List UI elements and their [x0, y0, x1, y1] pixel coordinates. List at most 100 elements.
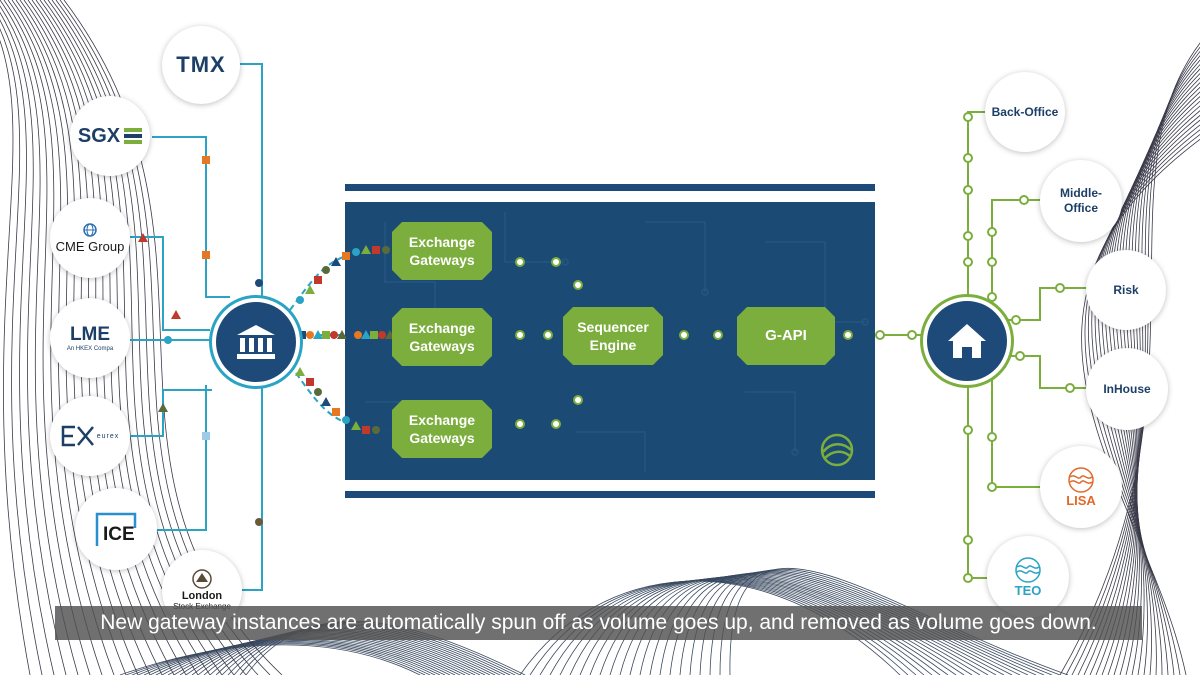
- connector-node-dot: [843, 330, 853, 340]
- flow-square-marker: [314, 276, 322, 284]
- connector-node-dot: [515, 257, 525, 267]
- flow-triangle-marker: [305, 285, 315, 294]
- flow-triangle-marker: [171, 310, 181, 319]
- connector-node-dot: [963, 257, 973, 267]
- connector-node-dot: [987, 432, 997, 442]
- connector-node-dot: [1019, 195, 1029, 205]
- flow-dot-marker: [164, 336, 172, 344]
- flow-triangle-marker: [313, 330, 323, 339]
- globe-icon: [83, 222, 97, 237]
- connector-node-dot: [515, 330, 525, 340]
- flow-triangle-marker: [351, 421, 361, 430]
- risk-label: Risk: [1113, 282, 1139, 297]
- connector-node-dot: [551, 419, 561, 429]
- flow-square-marker: [298, 331, 306, 339]
- flow-triangle-marker: [381, 425, 391, 434]
- brand-logo-icon: [820, 433, 854, 467]
- client-hub: [923, 297, 1011, 385]
- exchange-hub: [212, 298, 300, 386]
- ice-logo: ICE: [75, 488, 157, 570]
- sgx-logo-text: SGX: [77, 124, 121, 147]
- sgx-mark-icon: [124, 128, 143, 144]
- wave-line: [0, 0, 91, 675]
- flow-dot-marker: [306, 331, 314, 339]
- crest-icon: [192, 569, 212, 589]
- lse-logo-text: London: [181, 590, 223, 602]
- flow-triangle-marker: [138, 233, 148, 242]
- wave-line: [3, 0, 103, 675]
- teo-wave-icon: [1015, 556, 1041, 583]
- connector-node-dot: [515, 419, 525, 429]
- tmx-logo: TMX: [162, 26, 240, 104]
- connector-node-dot: [987, 227, 997, 237]
- connector-node-dot: [1015, 351, 1025, 361]
- connector-node-dot: [987, 292, 997, 302]
- connector-node-dot: [963, 185, 973, 195]
- sgx-connector: [152, 136, 230, 298]
- wave-line: [143, 640, 441, 675]
- eurex-connector: [130, 389, 212, 437]
- flow-dot-marker: [352, 248, 360, 256]
- flow-dot-marker: [255, 518, 263, 526]
- flow-triangle-marker: [158, 403, 168, 412]
- flow-square-marker: [202, 432, 210, 440]
- wave-line: [1118, 86, 1200, 675]
- lme-logo: LME An HKEX Compa: [50, 298, 130, 378]
- connector-node-dot: [963, 231, 973, 241]
- lme-logo-subtext: An HKEX Compa: [66, 346, 114, 352]
- wave-line: [0, 39, 31, 675]
- connector-node-dot: [987, 482, 997, 492]
- flow-dot-marker: [330, 331, 338, 339]
- flow-square-marker: [372, 246, 380, 254]
- connector-node-dot: [1055, 283, 1065, 293]
- back-office-label: Back-Office: [991, 104, 1059, 119]
- exchange-gateway-box-3: Exchange Gateways: [392, 400, 492, 458]
- connector-node-dot: [963, 112, 973, 122]
- connector-node-dot: [573, 395, 583, 405]
- flow-dot-marker: [372, 426, 380, 434]
- wave-line: [1107, 77, 1200, 675]
- flow-dot-marker: [354, 331, 362, 339]
- flow-dot-marker: [322, 266, 330, 274]
- risk-node: Risk: [1086, 250, 1166, 330]
- flow-dot-marker: [255, 279, 263, 287]
- video-caption: New gateway instances are automatically …: [55, 606, 1142, 640]
- exchange-gateway-box-2: Exchange Gateways: [392, 308, 492, 366]
- wave-line: [1114, 91, 1200, 675]
- connector-node-dot: [963, 573, 973, 583]
- wave-line: [0, 28, 43, 675]
- connector-node-dot: [963, 535, 973, 545]
- flow-square-marker: [322, 331, 330, 339]
- flow-dot-marker: [342, 416, 350, 424]
- panel-bottom-bar: [345, 491, 875, 498]
- cme-group-logo: CME Group: [50, 198, 130, 278]
- wave-line: [131, 642, 431, 675]
- inhouse-node: InHouse: [1086, 348, 1168, 430]
- circuit-pattern: [365, 212, 869, 472]
- connector-node-dot: [551, 257, 561, 267]
- flow-triangle-marker: [331, 257, 341, 266]
- wave-line: [137, 641, 436, 675]
- exchange-gateway-box-1: Exchange Gateways: [392, 222, 492, 280]
- middle-office-label: Middle-Office: [1060, 186, 1102, 215]
- lisa-node: LISA: [1040, 446, 1122, 528]
- middle-office-node: Middle-Office: [1040, 160, 1122, 242]
- back-office-node: Back-Office: [985, 72, 1065, 152]
- flow-dot-marker: [382, 246, 390, 254]
- connector-node-dot: [679, 330, 689, 340]
- flow-triangle-marker: [321, 397, 331, 406]
- flow-triangle-marker: [337, 330, 347, 339]
- teo-node: TEO: [987, 536, 1069, 618]
- inhouse-label: InHouse: [1103, 381, 1151, 396]
- connector-node-dot: [1011, 315, 1021, 325]
- connector-node-dot: [1065, 383, 1075, 393]
- flow-square-marker: [202, 251, 210, 259]
- connector-node-dot: [713, 330, 723, 340]
- eurex-logo: eurex: [50, 396, 130, 476]
- cme-connector: [130, 236, 210, 331]
- flow-triangle-marker: [295, 367, 305, 376]
- flow-square-marker: [202, 156, 210, 164]
- ice-logo-text: ICE: [103, 524, 135, 545]
- flow-square-marker: [346, 331, 354, 339]
- connector-node-dot: [963, 425, 973, 435]
